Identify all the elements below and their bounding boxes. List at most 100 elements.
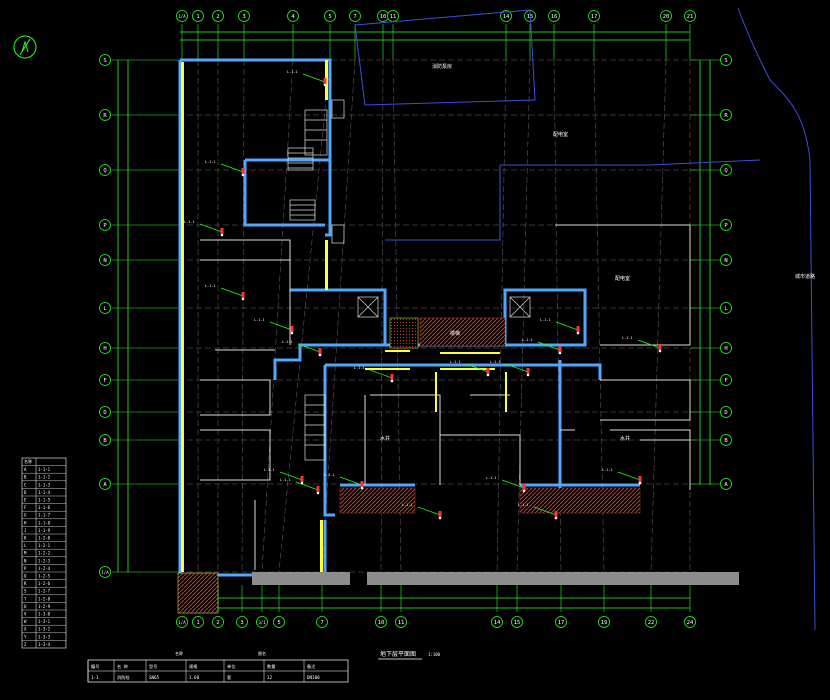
axis-bubble-top: 10 [377, 10, 389, 22]
axis-bubble-top: 11 [387, 10, 399, 22]
axis-bubble-top: 1/A [176, 10, 188, 22]
title-block-cell: 套 [227, 674, 232, 681]
legend-cell: Q [24, 574, 27, 579]
axis-bubble-right: H [720, 342, 732, 354]
legend-cell: 1-3-1 [38, 619, 51, 624]
hydrant-marker: L-1-1 [205, 284, 245, 301]
hydrant-marker: L-1-1 [540, 318, 580, 335]
axis-bubble-right: S [720, 54, 732, 66]
legend-cell: K [24, 536, 27, 541]
hydrant-marker: L-1-1 [486, 476, 526, 493]
axis-bubble-bottom: 10 [375, 616, 387, 628]
svg-text:10: 10 [380, 14, 387, 20]
axis-bubble-right: B [720, 434, 732, 446]
road-strips [252, 572, 739, 585]
svg-text:F: F [103, 378, 106, 384]
axis-bubble-left: 1/A [99, 566, 111, 578]
legend-cell: M [24, 551, 27, 556]
axis-bubble-bottom: 24 [684, 616, 696, 628]
svg-text:7: 7 [320, 620, 323, 626]
axis-bubble-left: P [99, 219, 111, 231]
title-block-cell: 规格 [189, 663, 198, 670]
axis-bubble-top: 3 [238, 10, 250, 22]
building-walls [178, 58, 640, 577]
axis-bubble-right: F [720, 374, 732, 386]
legend-cell: 1-2-7 [38, 589, 51, 594]
svg-text:N: N [724, 258, 727, 264]
svg-text:D: D [724, 410, 727, 416]
svg-text:22: 22 [648, 620, 655, 626]
svg-text:1: 1 [196, 14, 199, 20]
axis-bubble-bottom: 14 [491, 616, 503, 628]
table-right-header: 图名 [258, 650, 266, 656]
marker-label: L-1-1 [490, 360, 501, 364]
legend-cell: 1-2-2 [38, 551, 51, 556]
north-arrow-icon [13, 35, 37, 59]
hydrant-marker: L-1-1 [522, 338, 562, 355]
axis-bubble-bottom: 1 [192, 616, 204, 628]
axis-bubble-bottom: 22 [645, 616, 657, 628]
title-block-cell: 1.60 [189, 675, 200, 680]
hydrant-marker: L-1-1 [205, 160, 245, 177]
legend-cell: G [24, 513, 27, 518]
svg-text:F: F [724, 378, 727, 384]
marker-label: L-1-1 [518, 503, 529, 507]
hydrant-marker: L-1-1 [254, 318, 294, 335]
axis-bubble-bottom: 5 [273, 616, 285, 628]
legend-cell: P [24, 566, 27, 571]
svg-text:D: D [103, 410, 106, 416]
svg-text:11: 11 [390, 14, 397, 20]
svg-text:L: L [103, 306, 107, 312]
axis-bubble-bottom: 19 [598, 616, 610, 628]
svg-text:H: H [724, 346, 727, 352]
svg-text:1/A: 1/A [178, 14, 186, 19]
legend-cell: J [24, 528, 26, 533]
legend-cell: 1-2-0 [38, 536, 51, 541]
legend-cell: F [24, 505, 27, 510]
legend-cell: 1-1-9 [38, 528, 51, 533]
legend-cell: 1-1-2 [38, 475, 51, 480]
axis-bubble-bottom: 1/A [176, 616, 188, 628]
legend-cell: 1-3-0 [38, 612, 51, 617]
axis-bubble-top: 7 [349, 10, 361, 22]
svg-text:N: N [103, 258, 106, 264]
axis-bubble-bottom: 2 [212, 616, 224, 628]
hydrant-marker: L-1-1 [602, 468, 642, 485]
svg-text:3: 3 [242, 14, 245, 20]
room-label-3: 配电室 [615, 275, 630, 282]
svg-text:5: 5 [328, 14, 331, 20]
legend-cell: 1-2-4 [38, 566, 51, 571]
marker-label: L-1-1 [450, 360, 461, 364]
axis-bubble-bottom: 11 [395, 616, 407, 628]
marker-label: L-1-1 [324, 473, 335, 477]
dimension-lines [117, 31, 711, 609]
hydrant-marker: L-1-1 [282, 340, 322, 357]
svg-text:R: R [724, 113, 728, 119]
hydrant-marker: L-1-1 [324, 473, 364, 490]
svg-text:3/1: 3/1 [258, 620, 266, 625]
legend-cell: X [24, 627, 27, 632]
legend-cell: 1-3-3 [38, 634, 51, 639]
axis-bubble-bottom: 15 [511, 616, 523, 628]
legend-cell: N [24, 558, 27, 563]
svg-text:14: 14 [494, 620, 501, 626]
axis-bubble-top: 17 [588, 10, 600, 22]
marker-label: L-1-1 [602, 468, 613, 472]
legend-cell: 1-1-5 [38, 498, 51, 503]
svg-text:B: B [103, 438, 107, 444]
svg-text:15: 15 [514, 620, 521, 626]
axis-bubble-right: R [720, 109, 732, 121]
svg-text:19: 19 [601, 620, 608, 626]
svg-text:4: 4 [291, 14, 295, 20]
legend-cell: 1-1-4 [38, 490, 51, 495]
legend-cell: 1-2-6 [38, 581, 51, 586]
title-block-cell: 单位 [227, 663, 235, 670]
svg-text:1/A: 1/A [178, 620, 186, 625]
axis-bubble-left: A [99, 478, 111, 490]
road-label: 城市道路 [795, 273, 815, 280]
title-block-cell: 备注 [307, 663, 316, 670]
marker-label: L-1-1 [205, 160, 216, 164]
